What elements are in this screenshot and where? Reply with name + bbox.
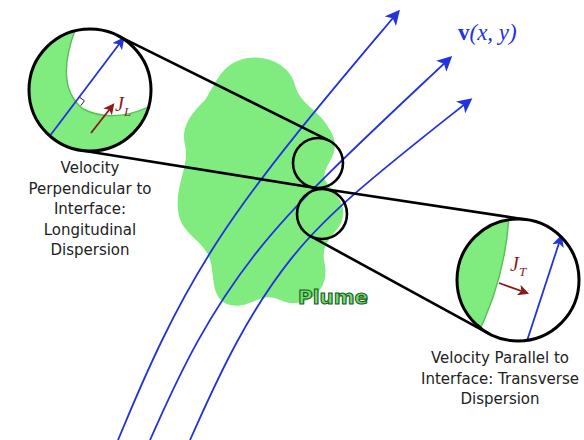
flux-arrow	[91, 105, 113, 133]
text-holder: JL	[115, 93, 131, 120]
streamline	[190, 100, 470, 440]
text-holder: JT	[510, 253, 526, 280]
caption-text: Velocity Perpendicular to Interface: Lon…	[23, 158, 157, 261]
flux-arrow	[499, 283, 527, 293]
zoom-circle	[457, 219, 579, 341]
streamline	[118, 12, 398, 440]
zoom-cone-line	[310, 236, 489, 334]
text-holder: Velocity Parallel to Interface: Transver…	[420, 348, 580, 410]
flux-symbol: JT	[510, 253, 526, 280]
right-angle-mark	[80, 97, 85, 105]
plume-zoom	[453, 215, 509, 345]
text-holder: Plume	[298, 285, 368, 309]
text-holder: v(x, y)	[458, 20, 517, 46]
zoom-cone-line	[117, 35, 329, 140]
zoom-circle	[29, 29, 151, 151]
text-holder: Velocity Perpendicular to Interface: Lon…	[23, 158, 157, 261]
interface-line	[66, 25, 155, 116]
zoom-source-circle	[293, 138, 343, 188]
flux-symbol: JL	[115, 93, 131, 120]
zoom-source-circle	[297, 189, 347, 239]
plume-label: Plume	[298, 285, 368, 309]
velocity-label: v(x, y)	[458, 20, 517, 46]
caption-text: Velocity Parallel to Interface: Transver…	[420, 348, 580, 410]
zoom-cone-line	[326, 189, 527, 219]
